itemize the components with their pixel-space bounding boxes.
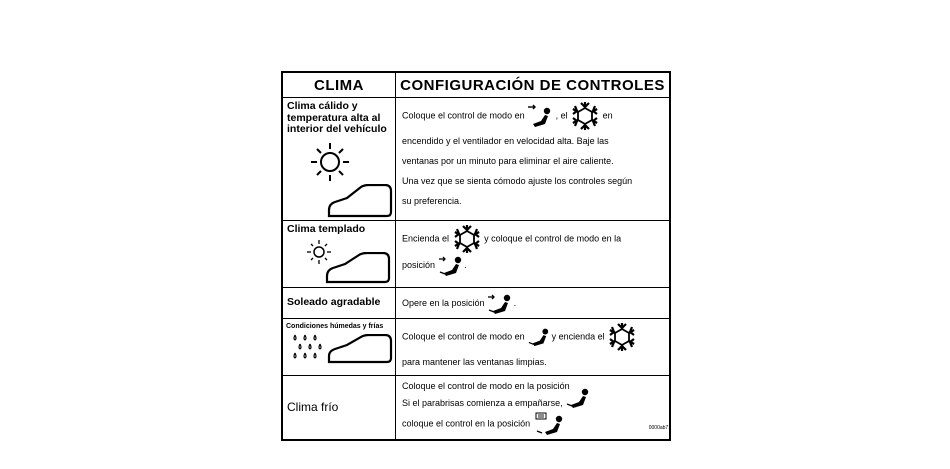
instruction-text: Coloque el control de modo en la posició…	[402, 381, 570, 391]
instruction-line: Una vez que se sienta cómodo ajuste los …	[402, 176, 633, 186]
table-row: Clima templado Encienda el y coloque el …	[281, 220, 671, 288]
vent-face-foot-icon	[488, 294, 511, 314]
condition-label: Soleado agradable	[287, 296, 381, 309]
condition-cell-cold: Clima frío	[281, 375, 396, 441]
vent-foot-icon	[566, 388, 589, 408]
vent-foot-icon	[528, 328, 549, 347]
snowflake-icon	[571, 101, 599, 131]
rain-icon	[293, 334, 322, 359]
instruction-text: , el	[555, 110, 568, 121]
instruction-line: Coloque el control de modo en la posició…	[402, 378, 663, 395]
instruction-text: en	[602, 110, 613, 121]
condition-cell-hot: Clima cálido y temperatura alta al inter…	[281, 97, 396, 221]
instruction-text: Encienda el	[402, 233, 450, 244]
car-icon	[327, 334, 393, 364]
table-row: Clima frío Coloque el control de modo en…	[281, 375, 671, 441]
condition-label: Clima cálido y temperatura alta al inter…	[287, 100, 387, 135]
instruction-text: .	[513, 298, 517, 308]
sun-icon	[311, 143, 349, 181]
table-row: Condiciones húmedas y frías Coloque el c…	[281, 318, 671, 376]
instruction-text: Si el parabrisas comienza a empañarse,	[402, 398, 563, 408]
instruction-line: Opere en la posición .	[402, 291, 663, 315]
condition-label: Condiciones húmedas y frías	[286, 323, 384, 330]
column-header-clima: CLIMA	[281, 71, 396, 98]
vent-face-icon	[528, 104, 551, 127]
instruction-text: posición	[402, 260, 436, 270]
instruction-line: coloque el control en la posición	[402, 412, 663, 436]
car-icon	[325, 252, 391, 284]
instruction-cell-hot: Coloque el control de modo en , el en en…	[395, 97, 671, 221]
condition-label: Clima frío	[287, 399, 339, 414]
instruction-text: Coloque el control de modo en	[402, 110, 525, 121]
vent-defrost-foot-icon	[535, 412, 562, 435]
instruction-line: su preferencia.	[402, 196, 462, 206]
condition-cell-sunny: Soleado agradable	[281, 287, 396, 319]
instruction-text: Coloque el control de modo en	[402, 331, 525, 342]
climate-control-table: CLIMA CONFIGURACIÓN DE CONTROLES Clima c…	[281, 71, 671, 441]
instruction-text: y encienda el	[551, 331, 605, 342]
figure-code: 0000ab71	[648, 425, 671, 431]
instruction-line: para mantener las ventanas limpias.	[402, 357, 547, 367]
instruction-line: Encienda el y coloque el control de modo…	[402, 224, 663, 254]
instruction-cell-temperate: Encienda el y coloque el control de modo…	[395, 220, 671, 288]
instruction-text: y coloque el control de modo en la	[484, 233, 622, 244]
sun-icon	[307, 240, 331, 264]
instruction-line: Coloque el control de modo en , el en	[402, 101, 663, 131]
instruction-text: Opere en la posición	[402, 298, 485, 308]
climate-control-table-container: CLIMA CONFIGURACIÓN DE CONTROLES Clima c…	[281, 71, 671, 441]
instruction-line: ventanas por un minuto para eliminar el …	[402, 156, 614, 166]
table-row: Soleado agradable Opere en la posición .	[281, 287, 671, 319]
table-row: Clima cálido y temperatura alta al inter…	[281, 97, 671, 221]
car-icon	[327, 184, 393, 218]
instruction-text: .	[464, 260, 467, 270]
condition-cell-temperate: Clima templado	[281, 220, 396, 288]
snowflake-icon	[608, 322, 636, 352]
instruction-cell-humid: Coloque el control de modo en y encienda…	[395, 318, 671, 376]
instruction-text: coloque el control en la posición	[402, 418, 531, 429]
instruction-cell-cold: Coloque el control de modo en la posició…	[395, 375, 671, 441]
condition-label: Clima templado	[287, 223, 366, 235]
table-header-row: CLIMA CONFIGURACIÓN DE CONTROLES	[281, 71, 671, 98]
column-header-configuracion: CONFIGURACIÓN DE CONTROLES	[395, 71, 671, 98]
instruction-line: Coloque el control de modo en y encienda…	[402, 322, 663, 352]
condition-cell-humid: Condiciones húmedas y frías	[281, 318, 396, 376]
instruction-line: Si el parabrisas comienza a empañarse,	[402, 388, 663, 412]
vent-face-foot-icon	[438, 256, 461, 276]
instruction-line: posición .	[402, 254, 663, 277]
snowflake-icon	[453, 224, 480, 254]
instruction-line: encendido y el ventilador en velocidad a…	[402, 136, 609, 146]
instruction-cell-sunny: Opere en la posición .	[395, 287, 671, 319]
